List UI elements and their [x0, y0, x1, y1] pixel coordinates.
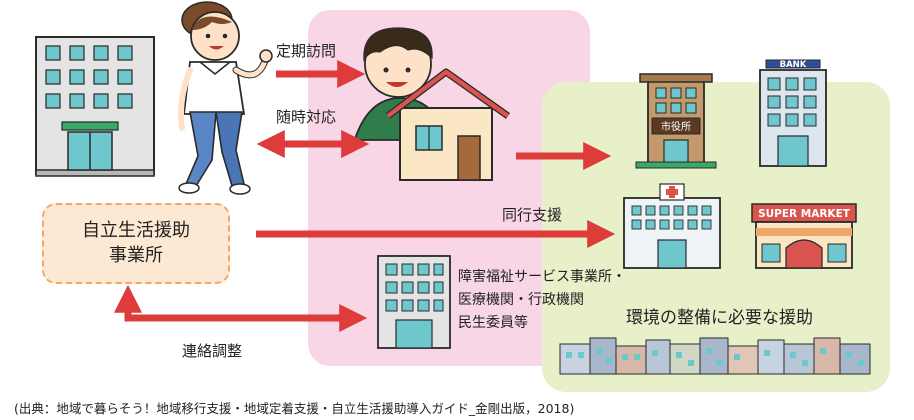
coordination-label: 連絡調整: [182, 342, 243, 360]
office-name-line2: 事業所: [109, 244, 163, 266]
house-icon: [385, 68, 511, 181]
regular-visit-label: 定期訪問: [276, 42, 337, 60]
partner-item: 医療機関・行政機関: [458, 292, 584, 308]
city-office-sign: 市役所: [661, 120, 691, 133]
partner-building-icon: [377, 255, 451, 349]
on-demand-label: 随時対応: [276, 108, 337, 126]
hospital-icon: [623, 183, 721, 269]
bank-icon: [759, 59, 827, 167]
office-building-icon: [35, 36, 155, 177]
townscape-icon: [559, 337, 871, 375]
environment-label: 環境の整備に必要な援助: [626, 308, 813, 328]
support-office-box: 自立生活援助 事業所: [42, 203, 230, 284]
source-citation: (出典：地域で暮らそう！地域移行支援・地域定着支援・自立生活援助導入ガイド_金剛…: [14, 401, 575, 416]
partner-item: 障害福祉サービス事業所・: [458, 269, 626, 285]
supermarket-icon: [751, 203, 857, 269]
supermarket-sign: SUPER MARKET: [758, 208, 851, 220]
accompany-label: 同行支援: [502, 206, 563, 224]
partner-list: 障害福祉サービス事業所・ 医療機関・行政機関 民生委員等: [458, 266, 626, 335]
city-office-icon: [635, 73, 717, 169]
office-name-line1: 自立生活援助: [82, 220, 190, 242]
caregiver-figure: [178, 1, 273, 195]
bank-sign: BANK: [780, 60, 807, 70]
coordination-arrow: [114, 284, 368, 332]
partner-item: 民生委員等: [458, 315, 528, 331]
